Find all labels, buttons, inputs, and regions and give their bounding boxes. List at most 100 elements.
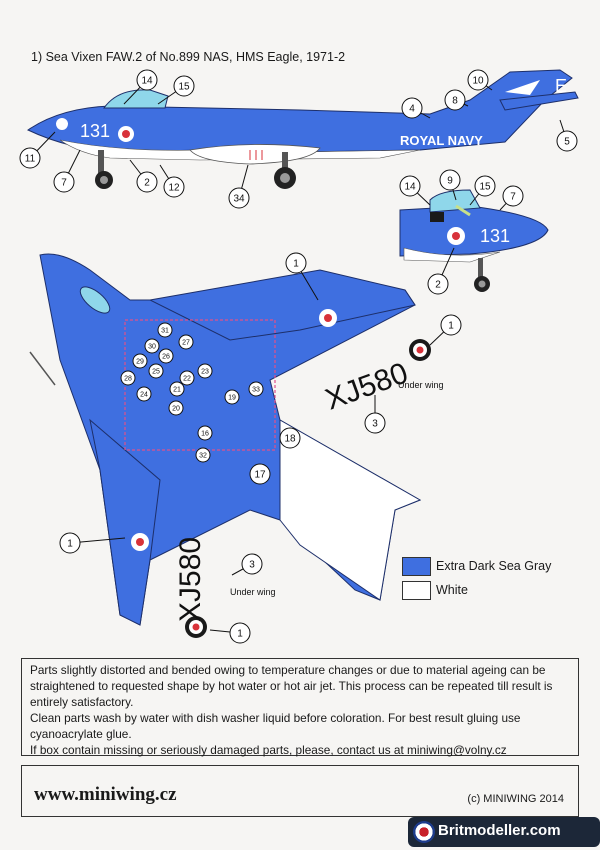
callout-panel-31: 31 bbox=[161, 328, 169, 335]
serial-left: XJ580 bbox=[174, 537, 207, 622]
callout-side-34: 34 bbox=[233, 194, 245, 205]
callout-panel-20-circle bbox=[168, 400, 184, 416]
side-nose-number: 131 bbox=[80, 121, 110, 141]
page-title: 1) Sea Vixen FAW.2 of No.899 NAS, HMS Ea… bbox=[31, 50, 346, 64]
callout-side-10-circle bbox=[467, 69, 489, 91]
side-roundel-fuselage-text: ROYAL NAVY bbox=[400, 133, 483, 148]
side-tailplane bbox=[499, 91, 579, 111]
callout-panel-19: 19 bbox=[228, 395, 236, 402]
legend-label-white: White bbox=[436, 583, 468, 597]
callout-plan-3: 3 bbox=[372, 419, 378, 430]
callout-panel-21-circle bbox=[169, 381, 185, 397]
callout-panel-24: 24 bbox=[140, 392, 148, 399]
callout-side-11: 11 bbox=[25, 154, 36, 165]
callout-plan-1-circle bbox=[229, 622, 251, 644]
callout-panel-26-circle bbox=[158, 348, 174, 364]
callout-plan-3-circle bbox=[241, 553, 263, 575]
callout-detail-15-circle bbox=[474, 175, 496, 197]
callout-side-7: 7 bbox=[61, 178, 67, 189]
callout-detail-9-circle bbox=[439, 169, 461, 191]
callout-panel-25: 25 bbox=[152, 369, 160, 376]
callout-panel-23-circle bbox=[197, 363, 213, 379]
callout-detail-15: 15 bbox=[479, 182, 491, 193]
callout-panel-22-circle bbox=[179, 370, 195, 386]
callout-side-12-circle bbox=[163, 176, 185, 198]
callout-detail-2: 2 bbox=[435, 280, 441, 291]
legend-label-blue: Extra Dark Sea Gray bbox=[436, 559, 552, 573]
callout-side-4-circle bbox=[401, 97, 423, 119]
callout-panel-28: 28 bbox=[124, 376, 132, 383]
callout-panel-18: 18 bbox=[284, 434, 296, 445]
fin-letter: E bbox=[555, 76, 567, 96]
callout-side-11-circle bbox=[19, 147, 41, 169]
callout-detail-14: 14 bbox=[404, 182, 416, 193]
callout-detail-7-circle bbox=[502, 185, 524, 207]
callout-panel-29: 29 bbox=[136, 359, 144, 366]
callout-plan-1-circle bbox=[59, 532, 81, 554]
callout-side-14-circle bbox=[136, 69, 158, 91]
callout-panel-25-circle bbox=[148, 363, 164, 379]
callout-plan-1: 1 bbox=[293, 259, 299, 270]
callout-side-34-circle bbox=[228, 187, 250, 209]
callout-panel-29-circle bbox=[132, 353, 148, 369]
britmodeller-watermark: Britmodeller.com bbox=[408, 817, 600, 847]
callout-panel-30-circle bbox=[144, 338, 160, 354]
callout-side-15-circle bbox=[173, 75, 195, 97]
callout-panel-22: 22 bbox=[183, 376, 191, 383]
watermark-text: Britmodeller.com bbox=[438, 822, 561, 839]
callout-side-8: 8 bbox=[452, 96, 458, 107]
callout-panel-33-circle bbox=[248, 381, 264, 397]
note-3: If box contain missing or seriously dama… bbox=[30, 743, 507, 757]
callout-panel-32: 32 bbox=[199, 453, 207, 460]
callout-detail-9: 9 bbox=[447, 176, 453, 187]
callout-panel-21: 21 bbox=[173, 387, 181, 394]
legend-swatch-white bbox=[402, 581, 431, 600]
callout-side-2-circle bbox=[136, 171, 158, 193]
callout-panel-31-circle bbox=[157, 322, 173, 338]
callout-plan-1: 1 bbox=[237, 629, 243, 640]
callout-side-8-circle bbox=[444, 89, 466, 111]
callout-panel-32-circle bbox=[195, 447, 211, 463]
legend-swatch-blue bbox=[402, 557, 431, 576]
callout-side-4: 4 bbox=[409, 104, 415, 115]
footer: www.miniwing.cz (c) MINIWING 2014 bbox=[21, 765, 579, 817]
callout-side-7-circle bbox=[53, 171, 75, 193]
detail-nose-number: 131 bbox=[480, 226, 510, 246]
callout-panel-23: 23 bbox=[201, 369, 209, 376]
callout-panel-30: 30 bbox=[148, 344, 156, 351]
callout-side-15: 15 bbox=[178, 82, 190, 93]
callout-panel-26: 26 bbox=[162, 354, 170, 361]
callout-panel-17: 17 bbox=[254, 470, 266, 481]
callout-side-14: 14 bbox=[141, 76, 153, 87]
side-nose-gear bbox=[98, 150, 104, 174]
callout-plan-1: 1 bbox=[448, 321, 454, 332]
callout-detail-14-circle bbox=[399, 175, 421, 197]
plan-left-wing bbox=[89, 418, 161, 626]
callout-panel-27-circle bbox=[178, 334, 194, 350]
callout-side-10: 10 bbox=[472, 76, 484, 87]
website-url: www.miniwing.cz bbox=[34, 784, 177, 805]
under-wing-label-left: Under wing bbox=[230, 587, 276, 597]
plan-canopy bbox=[79, 286, 111, 314]
callout-panel-24-circle bbox=[136, 386, 152, 402]
callout-side-5: 5 bbox=[564, 137, 570, 148]
roundel-logo-icon bbox=[413, 821, 435, 843]
callout-panel-18-circle bbox=[279, 427, 301, 449]
callout-plan-1: 1 bbox=[67, 539, 73, 550]
callout-panel-33: 33 bbox=[252, 387, 260, 394]
callout-plan-3-circle bbox=[364, 412, 386, 434]
skull-emblem bbox=[56, 118, 68, 130]
plan-right-wing bbox=[148, 269, 416, 341]
callout-panel-16-circle bbox=[197, 425, 213, 441]
callout-plan-1-circle bbox=[440, 314, 462, 336]
callout-side-12: 12 bbox=[168, 183, 180, 194]
under-wing-label-right: Under wing bbox=[398, 380, 444, 390]
note-1: Parts slightly distorted and bended owin… bbox=[30, 663, 553, 709]
callout-detail-2-circle bbox=[427, 273, 449, 295]
callout-plan-1-circle bbox=[285, 252, 307, 274]
callout-plan-3: 3 bbox=[249, 560, 255, 571]
plan-white-area bbox=[279, 419, 422, 601]
